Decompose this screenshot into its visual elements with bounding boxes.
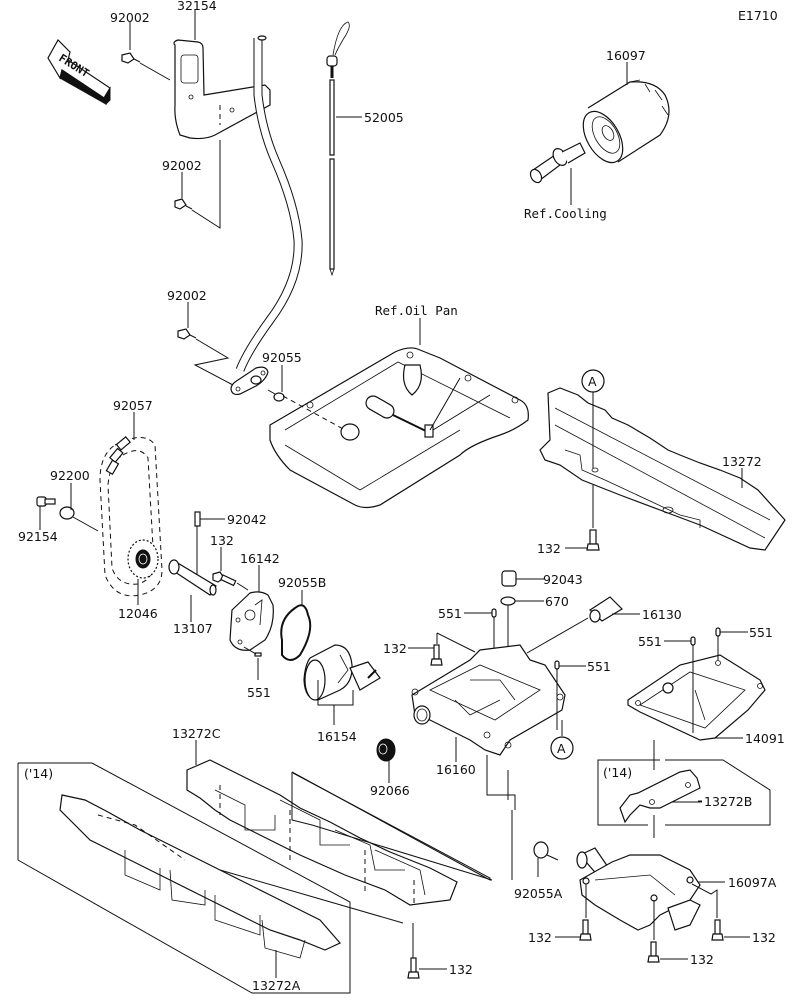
dowel-551-pump[interactable]: [254, 652, 262, 657]
dowel-551-right[interactable]: [554, 660, 560, 670]
label-92043: 92043: [543, 572, 583, 587]
bolt-92154[interactable]: [36, 496, 56, 507]
gasket-92055B[interactable]: [280, 604, 312, 661]
bolt-132-cooler-middle[interactable]: [647, 941, 660, 963]
label-16160: 16160: [436, 762, 476, 777]
label-92002-top: 92002: [110, 10, 150, 25]
bolt-132-cooler-right[interactable]: [711, 919, 724, 941]
o-ring-92055A[interactable]: [533, 841, 549, 859]
bracket-32154[interactable]: [173, 39, 271, 140]
diagram-code: E1710: [738, 8, 778, 23]
label-13272A: 13272A: [252, 978, 301, 993]
plate-13272C[interactable]: [186, 759, 458, 906]
label-92057: 92057: [113, 398, 153, 413]
label-92002-middle: 92002: [162, 158, 202, 173]
pin-92042[interactable]: [194, 511, 201, 527]
bolt-132-pump[interactable]: [212, 571, 237, 587]
plug-92066[interactable]: [376, 738, 396, 762]
label-12046: 12046: [118, 606, 158, 621]
washer-92200[interactable]: [59, 506, 75, 520]
pump-cover-14091[interactable]: [627, 654, 766, 741]
year-14-cover-a: ('14): [24, 766, 53, 781]
label-551-cover-left: 551: [638, 634, 662, 649]
dowel-551-top[interactable]: [491, 608, 497, 618]
label-16097: 16097: [606, 48, 646, 63]
dowel-551-cover-right[interactable]: [715, 627, 721, 637]
ref-oil-pan-label: Ref.Oil Pan: [375, 303, 458, 318]
collar-92043[interactable]: [501, 570, 517, 587]
label-551-right: 551: [587, 659, 611, 674]
bolt-132-bottom[interactable]: [407, 957, 420, 979]
fitting-ref-cooling[interactable]: [528, 142, 586, 185]
dipstick-52005[interactable]: [326, 21, 350, 277]
label-132-pump: 132: [210, 533, 234, 548]
label-92042: 92042: [227, 512, 267, 527]
label-132-cooler-right: 132: [752, 930, 776, 945]
label-551-cover-right: 551: [749, 625, 773, 640]
year-14-cover-b: ('14): [603, 765, 632, 780]
label-92002-lower: 92002: [167, 288, 207, 303]
bolt-132-cover[interactable]: [586, 529, 600, 551]
oil-filter-16097[interactable]: [575, 79, 670, 169]
rotor-16154[interactable]: [303, 644, 381, 701]
oil-cooler-16097A[interactable]: [576, 847, 701, 931]
label-92154: 92154: [18, 529, 58, 544]
marker-a-bottom: [550, 736, 574, 760]
label-132-cover: 132: [537, 541, 561, 556]
label-14091: 14091: [745, 731, 785, 746]
marker-a-bottom-label: A: [557, 741, 566, 756]
marker-a-top-label: A: [588, 374, 597, 389]
bolt-132-housing[interactable]: [430, 644, 443, 666]
o-ring-92055[interactable]: [273, 392, 285, 402]
bolt-92002-lower[interactable]: [177, 328, 197, 340]
plate-13272A[interactable]: [59, 794, 341, 959]
label-132-cooler-left: 132: [528, 930, 552, 945]
label-16154: 16154: [317, 729, 357, 744]
label-92055B: 92055B: [278, 575, 326, 590]
oil-filler-tube[interactable]: [230, 35, 303, 396]
label-16142: 16142: [240, 551, 280, 566]
label-551-top: 551: [438, 606, 462, 621]
bolt-132-cooler-left[interactable]: [579, 919, 592, 941]
label-132-bottom: 132: [449, 962, 473, 977]
label-92055: 92055: [262, 350, 302, 365]
oil-pan-ref[interactable]: [269, 347, 529, 509]
plate-13272B[interactable]: [619, 769, 701, 824]
label-92066: 92066: [370, 783, 410, 798]
label-92200: 92200: [50, 468, 90, 483]
label-132-housing: 132: [383, 641, 407, 656]
relief-valve-16130[interactable]: [589, 596, 623, 623]
label-32154: 32154: [177, 0, 217, 13]
dowel-551-cover-left[interactable]: [690, 636, 696, 646]
cover-13272[interactable]: [539, 387, 786, 551]
label-16097A: 16097A: [728, 875, 777, 890]
front-arrow-icon: FRONT: [47, 39, 111, 106]
bolt-92002-top[interactable]: [121, 52, 141, 64]
bolt-92002-middle[interactable]: [174, 198, 193, 210]
label-16130: 16130: [642, 607, 682, 622]
shaft-13107[interactable]: [168, 559, 217, 596]
label-132-cooler-middle: 132: [690, 952, 714, 967]
oil-pump-cover-16142[interactable]: [229, 591, 274, 651]
label-13272C: 13272C: [172, 726, 221, 741]
label-13272B: 13272B: [704, 794, 752, 809]
o-ring-670[interactable]: [500, 596, 516, 606]
label-92055A: 92055A: [514, 886, 563, 901]
label-52005: 52005: [364, 110, 404, 125]
label-670: 670: [545, 594, 569, 609]
label-13272: 13272: [722, 454, 762, 469]
label-551-pump: 551: [247, 685, 271, 700]
pump-housing-16160[interactable]: [411, 644, 566, 756]
ref-cooling-label: Ref.Cooling: [524, 206, 607, 221]
label-13107: 13107: [173, 621, 213, 636]
sprocket-12046[interactable]: [127, 539, 159, 579]
